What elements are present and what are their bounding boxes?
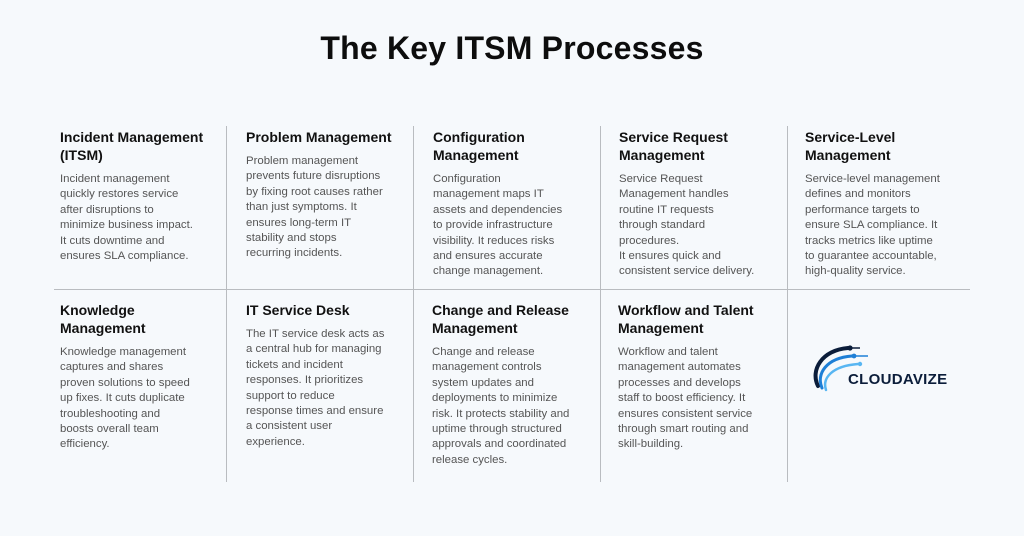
- process-card-service-level-management: Service-Level Management Service-level m…: [805, 128, 975, 280]
- card-title: Knowledge Management: [60, 302, 146, 336]
- process-card-workflow-and-talent-management: Workflow and Talent Management Workflow …: [618, 301, 788, 453]
- card-title: Configuration Management: [433, 129, 525, 163]
- card-description: Problem management prevents future disru…: [246, 155, 383, 260]
- card-description: Change and release management controls s…: [432, 346, 570, 466]
- card-title: Incident Management (ITSM): [60, 129, 204, 163]
- card-description: Workflow and talent management automates…: [618, 346, 753, 451]
- card-title: IT Service Desk: [246, 302, 350, 318]
- card-title: Service-Level Management: [805, 129, 896, 163]
- card-description: Incident management quickly restores ser…: [60, 173, 193, 263]
- card-title: Change and Release Management: [432, 302, 569, 336]
- grid-divider-vertical: [787, 126, 788, 482]
- process-card-incident-management: Incident Management (ITSM) Incident mana…: [60, 128, 230, 264]
- grid-divider-vertical: [226, 126, 227, 482]
- cloudavize-swoosh-icon: [813, 345, 868, 392]
- process-card-knowledge-management: Knowledge Management Knowledge managemen…: [60, 301, 230, 453]
- process-card-problem-management: Problem Management Problem management pr…: [246, 128, 416, 262]
- card-description: Service-level management defines and mon…: [805, 173, 940, 278]
- card-description: Knowledge management captures and shares…: [60, 346, 190, 451]
- card-title: Problem Management: [246, 129, 392, 145]
- card-description: The IT service desk acts as a central hu…: [246, 328, 385, 448]
- card-title: Workflow and Talent Management: [618, 302, 754, 336]
- grid-divider-vertical: [600, 126, 601, 482]
- grid-divider-vertical: [413, 126, 414, 482]
- card-title: Service Request Management: [619, 129, 728, 163]
- process-card-configuration-management: Configuration Management Configuration m…: [433, 128, 603, 280]
- process-card-change-and-release-management: Change and Release Management Change and…: [432, 301, 602, 468]
- cloudavize-logo: CLOUDAVIZE: [810, 340, 960, 394]
- process-card-it-service-desk: IT Service Desk The IT service desk acts…: [246, 301, 416, 450]
- process-card-service-request-management: Service Request Management Service Reque…: [619, 128, 789, 280]
- page-title: The Key ITSM Processes: [320, 30, 704, 66]
- card-description: Configuration management maps IT assets …: [433, 173, 563, 278]
- card-description: Service Request Management handles routi…: [619, 173, 755, 278]
- logo-wordmark: CLOUDAVIZE: [848, 371, 948, 388]
- grid-divider-horizontal: [54, 289, 970, 290]
